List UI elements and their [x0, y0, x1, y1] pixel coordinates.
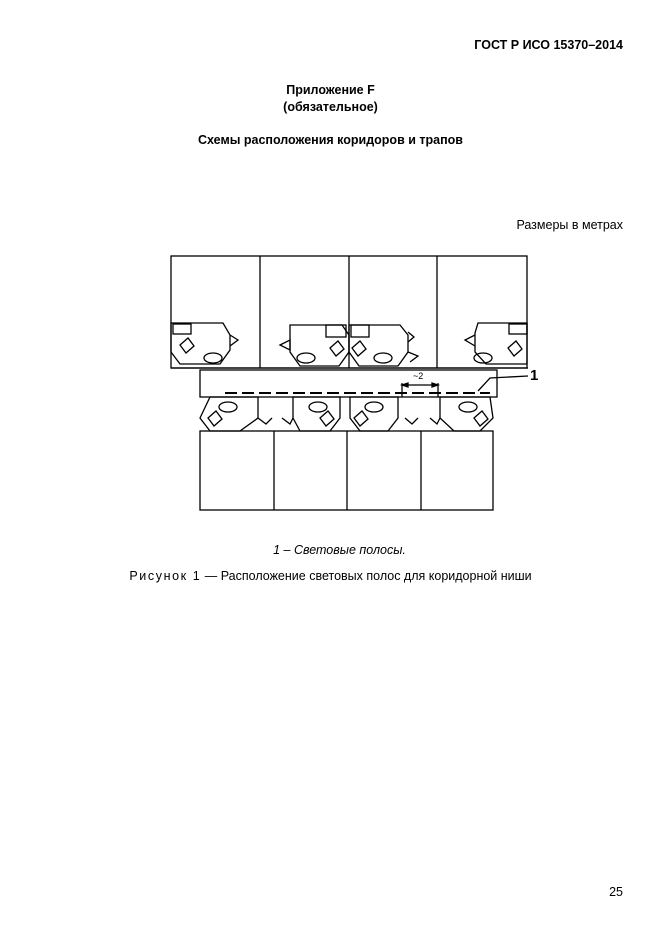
- lower-seat-row: [199, 396, 494, 511]
- annex-title: Приложение F: [286, 83, 375, 97]
- figure-legend: 1 – Световые полосы.: [273, 543, 406, 557]
- section-title: Схемы расположения коридоров и трапов: [198, 133, 463, 147]
- caption-text: — Расположение световых полос для коридо…: [201, 569, 532, 583]
- annex-status: (обязательное): [283, 100, 378, 114]
- page-number: 25: [609, 885, 623, 899]
- upper-seat-row: [170, 255, 528, 369]
- document-standard-id: ГОСТ Р ИСО 15370–2014: [474, 38, 623, 52]
- dimensions-note: Размеры в метрах: [516, 218, 623, 232]
- caption-prefix: Рисунок 1: [129, 569, 202, 583]
- annex-heading: Приложение F (обязательное): [0, 82, 661, 116]
- callout-label: 1: [530, 367, 539, 384]
- figure-caption: Рисунок 1 — Расположение световых полос …: [0, 569, 661, 583]
- corridor: [171, 367, 529, 398]
- dimension-label: ~2: [413, 371, 424, 381]
